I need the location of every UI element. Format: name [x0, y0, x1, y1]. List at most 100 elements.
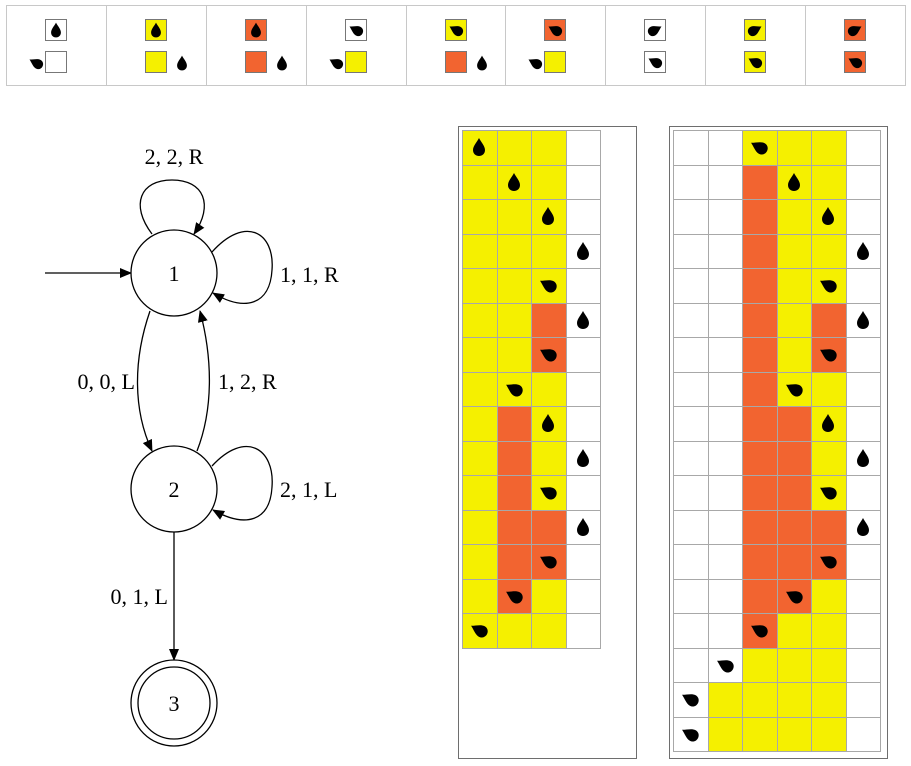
tape-cell: [707, 613, 743, 649]
head-icon: [846, 53, 864, 76]
tape-cell: [776, 509, 812, 545]
arc-state-1-to-2: [136, 310, 153, 452]
tape-cell: [845, 268, 881, 304]
transition-label-2-1: 1, 2, R: [218, 369, 277, 394]
rule-icon-3: [207, 6, 307, 85]
tape-cell: [811, 578, 847, 614]
tape-cell: [462, 337, 498, 373]
transition-label-1-1-right: 1, 1, R: [280, 262, 339, 287]
rule-output-cell: [144, 51, 167, 73]
tape-cell: [673, 440, 709, 476]
head-icon: [147, 21, 165, 44]
tape-cell: [673, 578, 709, 614]
head-icon: [817, 343, 839, 370]
tape-cell: [707, 337, 743, 373]
head-icon: [817, 274, 839, 301]
head-icon: [846, 21, 864, 44]
head-icon: [783, 585, 805, 612]
tape-cell: [673, 130, 709, 166]
tape-cell: [707, 682, 743, 718]
head-icon: [679, 688, 701, 715]
state-3-node-outer: [130, 659, 218, 747]
self-loop-state-1-right: [211, 230, 273, 304]
tape-cell: [742, 475, 778, 511]
tape-cell: [811, 371, 847, 407]
tape-cell: [707, 578, 743, 614]
head-icon: [817, 412, 839, 439]
tape-cell: [811, 164, 847, 200]
rule-output-cell: [644, 51, 667, 73]
tape-cell: [845, 578, 881, 614]
tape-cell: [496, 302, 532, 338]
tape-cell: [496, 268, 532, 304]
head-icon: [503, 171, 525, 198]
rule-output-cell: [544, 51, 567, 73]
tape-cell: [742, 544, 778, 580]
tape-cell: [496, 233, 532, 269]
tape-cell: [776, 268, 812, 304]
tape-cell: [845, 716, 881, 752]
head-icon: [503, 378, 525, 405]
rule-icon-4: [307, 6, 407, 85]
rule-icon-9: [806, 6, 905, 85]
head-icon: [173, 54, 191, 77]
tape-cell: [845, 371, 881, 407]
tape-cell: [845, 130, 881, 166]
tape-cell: [776, 130, 812, 166]
tape-cell: [531, 509, 567, 545]
tape-cell: [811, 440, 847, 476]
tape-cell: [673, 371, 709, 407]
head-icon: [852, 516, 874, 543]
head-icon: [852, 447, 874, 474]
head-icon: [714, 654, 736, 681]
head-icon: [347, 21, 365, 44]
transition-label-2-3: 0, 1, L: [111, 584, 168, 609]
head-icon: [572, 516, 594, 543]
tape-cell: [531, 302, 567, 338]
tape-cell: [742, 716, 778, 752]
head-icon: [247, 21, 265, 44]
tape-cell: [742, 268, 778, 304]
tape-cell: [565, 199, 601, 235]
state-2-node: [130, 445, 218, 533]
rule-icon-5: [407, 6, 507, 85]
tape-cell: [776, 233, 812, 269]
tape-cell: [845, 647, 881, 683]
tape-cell: [673, 268, 709, 304]
tape-cell: [531, 233, 567, 269]
tape-cell: [673, 337, 709, 373]
tape-cell: [776, 302, 812, 338]
tape-cell: [565, 578, 601, 614]
head-icon: [468, 136, 490, 163]
tape-cell: [496, 199, 532, 235]
rule-input-cell: [544, 19, 567, 41]
tape-cell: [845, 337, 881, 373]
tape-cell: [845, 475, 881, 511]
tape-cell: [707, 371, 743, 407]
tape-cell: [462, 233, 498, 269]
rule-output-cell: [45, 51, 67, 73]
tape-cell: [776, 337, 812, 373]
tape-cell: [742, 682, 778, 718]
tape-cell: [742, 647, 778, 683]
tape-cell: [845, 613, 881, 649]
tape-cell: [776, 613, 812, 649]
tape-cell: [565, 130, 601, 166]
tape-cell: [496, 509, 532, 545]
head-icon: [468, 619, 490, 646]
rule-icon-7: [606, 6, 707, 85]
tape-cell: [811, 302, 847, 338]
tape-cell: [496, 475, 532, 511]
rule-input-cell: [744, 19, 767, 41]
tape-cell: [565, 164, 601, 200]
state-2-label: 2: [169, 477, 180, 502]
tape-cell: [845, 544, 881, 580]
tape-cell: [707, 302, 743, 338]
tape-cell: [565, 406, 601, 442]
tape-cell: [673, 406, 709, 442]
head-icon: [817, 481, 839, 508]
tape-cell: [462, 164, 498, 200]
tape-cell: [707, 268, 743, 304]
tape-cell: [565, 544, 601, 580]
tape-cell: [845, 199, 881, 235]
